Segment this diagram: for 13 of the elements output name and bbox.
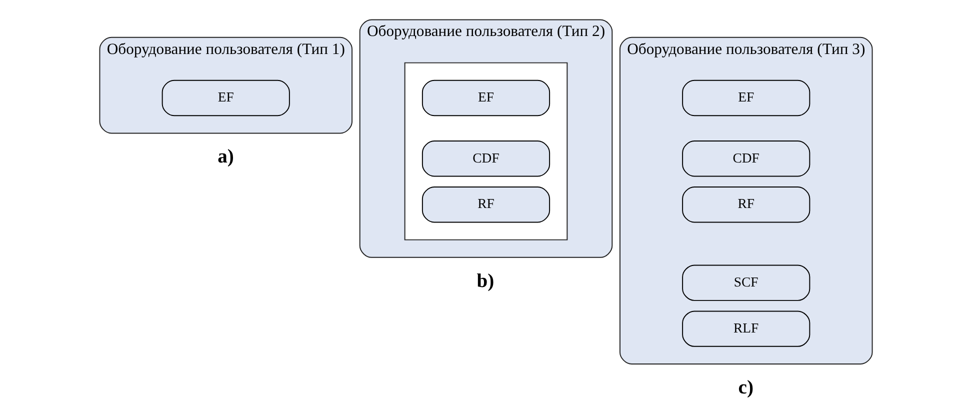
node-box: EF bbox=[161, 80, 290, 116]
label: b) bbox=[476, 270, 494, 292]
node-box: EF bbox=[682, 80, 810, 116]
node-box: RF bbox=[421, 186, 550, 223]
node-box: RF bbox=[682, 186, 810, 223]
label: a) bbox=[217, 146, 234, 168]
node-box: CDF bbox=[682, 140, 810, 177]
label: c) bbox=[738, 377, 753, 398]
node-box: EF bbox=[421, 80, 550, 116]
node-box: CDF bbox=[421, 140, 550, 177]
cluster bbox=[404, 62, 568, 240]
node-box: SCF bbox=[682, 264, 810, 301]
node-box: RLF bbox=[682, 310, 810, 347]
